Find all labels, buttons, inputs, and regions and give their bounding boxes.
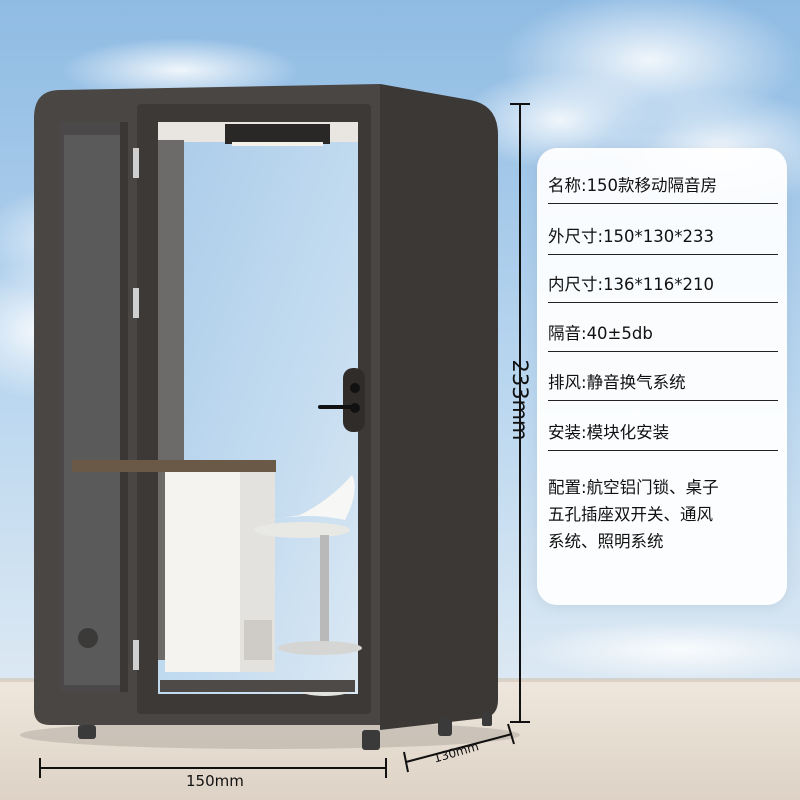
spec-label: 安装: [548,423,587,442]
spec-row-installation: 安装:模块化安装 [548,421,778,451]
spec-value: 40±5db [586,324,653,343]
spec-row-inner-size: 内尺寸:136*116*210 [548,273,778,303]
soundproof-booth [34,84,498,750]
spec-row-ventilation: 排风:静音换气系统 [548,371,778,401]
width-dimension-label: 150mm [186,772,244,790]
door-handle [343,368,365,432]
spec-label: 名称: [548,176,587,195]
spec-row-outer-size: 外尺寸:150*130*233 [548,225,778,255]
bar-stool [254,475,362,696]
spec-value: 150*130*233 [603,227,715,246]
height-dimension-label: 233mm [508,359,532,441]
spec-value: 静音换气系统 [586,373,686,392]
spec-label: 排风: [548,373,587,392]
spec-value: 航空铝门锁、桌子 [586,478,719,497]
spec-label: 隔音: [548,324,587,343]
spec-value-line-3: 系统、照明系统 [548,532,664,551]
spec-value: 模块化安装 [586,423,670,442]
spec-row-configuration: 配置:航空铝门锁、桌子 五孔插座双开关、通风 系统、照明系统 [548,476,778,554]
spec-value: 136*116*210 [603,275,715,294]
spec-label: 内尺寸: [548,275,604,294]
spec-card: 名称:150款移动隔音房 外尺寸:150*130*233 内尺寸:136*116… [537,148,787,605]
wheels [78,712,492,750]
dimension-lines [39,103,530,778]
spec-row-soundproofing: 隔音:40±5db [548,322,778,352]
spec-label: 外尺寸: [548,227,604,246]
spec-label: 配置: [548,478,587,497]
desk [72,460,276,472]
spec-row-name: 名称:150款移动隔音房 [548,174,778,204]
spec-value: 150款移动隔音房 [586,176,718,195]
spec-value-line-2: 五孔插座双开关、通风 [548,505,713,524]
